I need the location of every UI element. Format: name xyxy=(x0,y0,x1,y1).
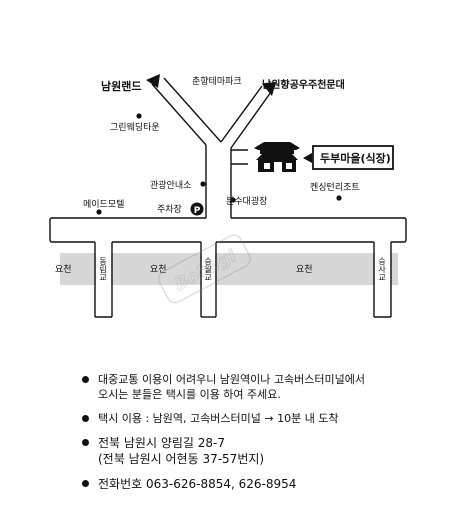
arrow-to-observatory-icon xyxy=(262,82,276,96)
fountain-plaza-marker xyxy=(230,197,236,203)
bullet-icon xyxy=(82,415,89,422)
info-taxi: 택시 이용 : 남원역, 고속버스터미널 → 10분 내 도착 xyxy=(82,411,452,426)
green-wedding-label: 그린웨딩타운 xyxy=(110,121,160,133)
kensington-label: 켄싱턴리조트 xyxy=(310,182,360,193)
namwon-land-label: 남원랜드 xyxy=(101,79,141,93)
kensington-marker xyxy=(336,195,342,201)
bullet-icon xyxy=(82,376,89,383)
bullet-icon xyxy=(82,439,89,446)
transit-line-2: 오시는 분들은 택시를 이용 하여 주세요. xyxy=(98,388,281,401)
tofu-village-box xyxy=(312,145,394,170)
tourist-info-marker xyxy=(200,181,206,187)
parking-icon xyxy=(190,202,204,216)
tourist-info-label: 관광안내소 xyxy=(150,179,191,191)
info-address: 전북 남원시 양림길 28-7 (전북 남원시 어현동 37-57번지) xyxy=(82,435,452,467)
road-network xyxy=(49,77,407,318)
river-label-left: 요천 xyxy=(55,264,72,275)
directions-info: 대중교통 이용이 어려우니 남원역이나 고속버스터미널에서 오시는 분들은 택시… xyxy=(82,372,452,501)
maid-motel-label: 메이드모텔 xyxy=(83,198,124,210)
arrow-to-namwon-land-icon xyxy=(146,74,160,88)
taxi-text: 택시 이용 : 남원역, 고속버스터미널 → 10분 내 도착 xyxy=(98,412,339,425)
bridge-label-1: 동림교 xyxy=(99,257,108,281)
address-line-1: 전북 남원시 양림길 28-7 xyxy=(98,436,225,450)
parking-label: 주차장 xyxy=(157,203,182,215)
phone-text: 전화번호 063-626-8854, 626-8954 xyxy=(98,477,297,491)
observatory-label: 남원향공우주천문대 xyxy=(262,78,345,91)
river xyxy=(60,253,398,285)
green-wedding-marker xyxy=(136,113,142,119)
address-line-2: (전북 남원시 어현동 37-57번지) xyxy=(98,452,265,466)
bridge-label-3: 승사교 xyxy=(377,257,386,281)
maid-motel-marker xyxy=(96,209,102,215)
fountain-plaza-label: 분수대광장 xyxy=(226,195,267,207)
transit-line-1: 대중교통 이용이 어려우니 남원역이나 고속버스터미널에서 xyxy=(98,373,365,386)
tofu-village-label: 두부마을(식장) xyxy=(320,151,391,165)
bullet-icon xyxy=(82,480,89,487)
river-label-right: 요천 xyxy=(296,264,313,275)
tofu-pointer-icon xyxy=(303,153,312,163)
chunhyang-theme-park-label: 춘향테마파크 xyxy=(192,75,242,87)
bridge-label-2: 승월교 xyxy=(204,257,213,281)
info-transit: 대중교통 이용이 어려우니 남원역이나 고속버스터미널에서 오시는 분들은 택시… xyxy=(82,372,452,402)
parking-symbol: P xyxy=(194,206,201,216)
river-label-mid: 요천 xyxy=(150,264,167,275)
info-phone: 전화번호 063-626-8854, 626-8954 xyxy=(82,476,452,492)
hanok-building-icon xyxy=(254,142,300,172)
